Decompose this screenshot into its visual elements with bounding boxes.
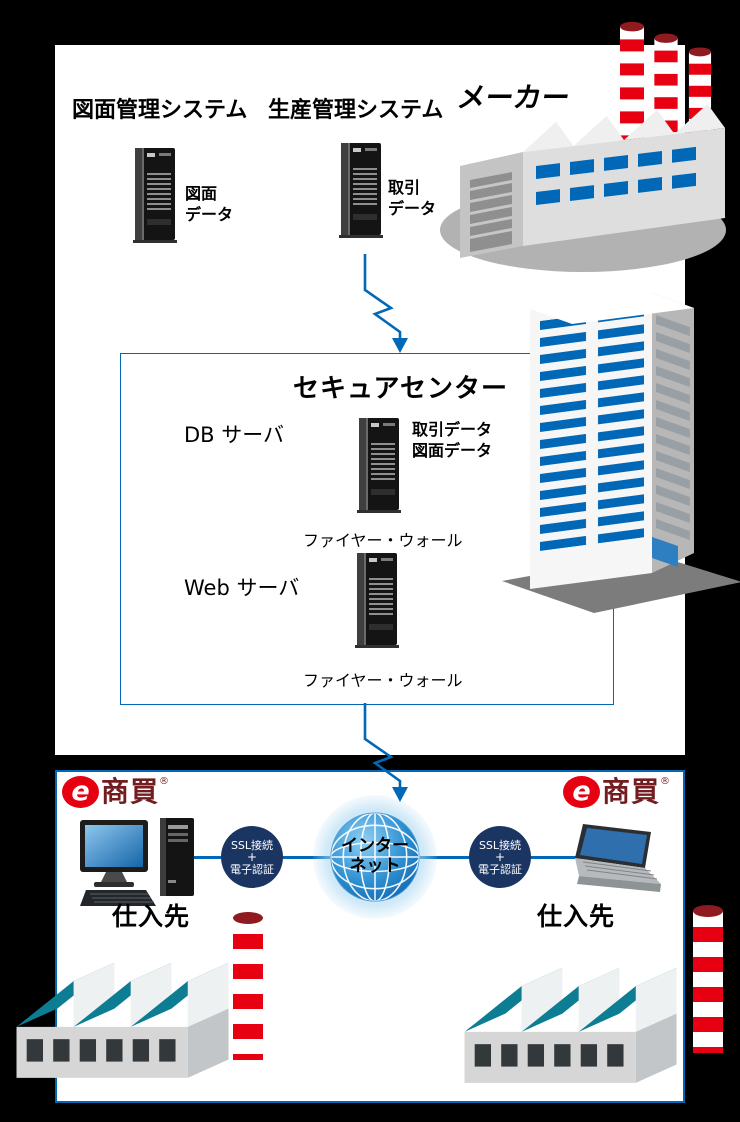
transaction-data-line2: データ [388, 199, 437, 218]
internet-line2: ネット [349, 856, 401, 876]
e-shoubai-logo-right: e 商買 ® [563, 776, 670, 808]
firewall-lower-label: ファイヤー・ウォール [303, 671, 463, 690]
e-shoubai-logo-left: e 商買 ® [62, 776, 169, 808]
ssl-right-line1: SSL接続 [478, 838, 522, 852]
registered-mark: ® [159, 776, 170, 787]
secure-center-title: セキュアセンター [293, 374, 508, 404]
drawing-system-label: 図面管理システム [72, 98, 248, 123]
web-server-icon [355, 552, 399, 648]
ssl-auth-badge-right: SSL接続 + 電子認証 [469, 826, 531, 888]
db-data-line1: 取引データ [412, 420, 493, 439]
registered-mark: ® [660, 776, 671, 787]
chimney-icon-right [693, 903, 723, 1055]
supplier-label-left: 仕入先 [112, 902, 191, 931]
db-server-label: DB サーバ [184, 423, 285, 447]
db-server-data-label: 取引データ 図面データ [412, 419, 492, 461]
desktop-computer-icon [80, 816, 200, 908]
ssl-right-line3: 電子認証 [478, 862, 522, 876]
lightning-arrow-top [355, 254, 410, 354]
supplier-factory-icon-left [4, 925, 239, 1083]
drawing-server-icon [133, 147, 177, 243]
maker-factory-icon [438, 20, 738, 275]
e-logo-text: 商買 [602, 775, 661, 808]
web-server-label: Web サーバ [184, 576, 300, 600]
supplier-factory-icon-right [452, 930, 687, 1088]
chimney-icon-left [233, 910, 263, 1062]
maker-label: メーカー [454, 81, 573, 114]
transaction-data-label: 取引 データ [388, 177, 436, 219]
db-server-icon [357, 417, 401, 513]
ssl-left-line1: SSL接続 [230, 838, 274, 852]
ssl-auth-badge-left: SSL接続 + 電子認証 [221, 826, 283, 888]
production-system-label: 生産管理システム [268, 98, 444, 123]
internet-label: インター ネット [327, 836, 423, 876]
ssl-left-line2: + [246, 849, 258, 864]
drawing-data-label: 図面 データ [185, 183, 233, 225]
laptop-icon [563, 822, 668, 900]
ssl-right-line2: + [494, 849, 506, 864]
lightning-arrow-bottom [355, 703, 410, 803]
drawing-data-line1: 図面 [185, 184, 218, 203]
db-data-line2: 図面データ [412, 441, 493, 460]
transaction-data-line1: 取引 [388, 178, 421, 197]
firewall-upper-label: ファイヤー・ウォール [303, 531, 463, 550]
ssl-left-line3: 電子認証 [230, 862, 274, 876]
internet-line1: インター [341, 836, 409, 856]
e-logo-mark: e [563, 776, 600, 808]
office-building-icon [502, 275, 740, 615]
e-logo-mark: e [62, 776, 99, 808]
supplier-label-right: 仕入先 [537, 902, 616, 931]
production-server-icon [339, 142, 383, 238]
drawing-data-line2: データ [185, 205, 234, 224]
e-logo-text: 商買 [101, 775, 160, 808]
